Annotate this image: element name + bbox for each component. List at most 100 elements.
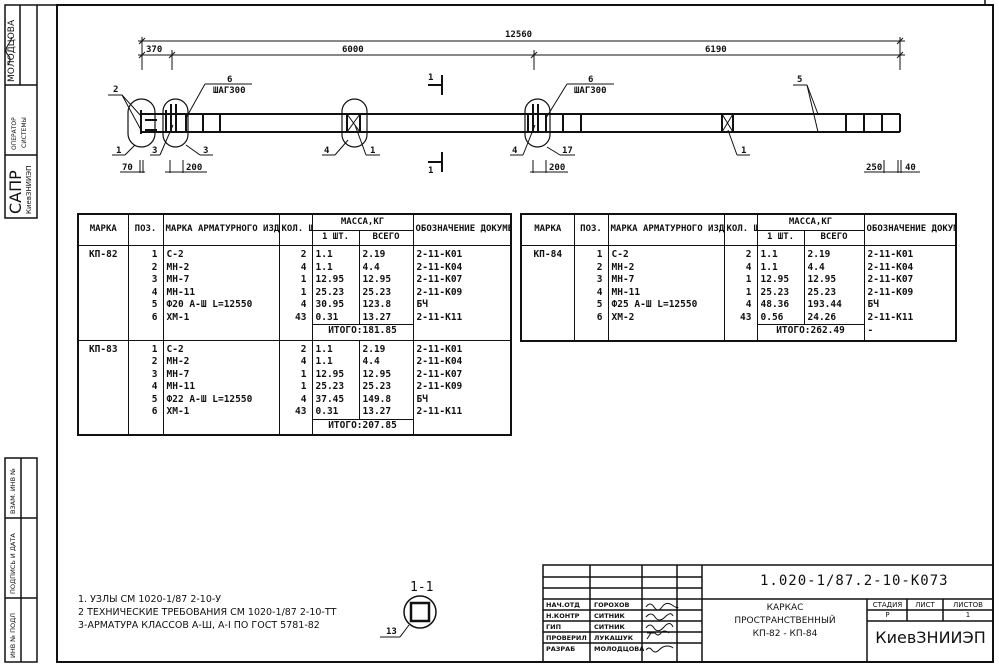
header-marka: МАРКА: [77, 213, 129, 246]
sheets-label: ЛИСТОВ: [953, 601, 983, 609]
header-doc: ОБОЗНАЧЕНИЕ ДОКУМЕНТА 1.020-1/87.: [412, 213, 512, 246]
header-total: ВСЕГО: [803, 229, 865, 246]
dimension-lines: [120, 37, 920, 173]
itogo-row: ИТОГО:262.49-: [521, 324, 957, 341]
pos-1: 1: [370, 146, 375, 156]
mass-total-cell: 4.4: [358, 261, 414, 274]
pos-cell: 5: [573, 299, 609, 312]
doc-cell: 2-11-К07: [412, 274, 512, 287]
item-cell: Ф25 А-Ш L=12550: [607, 299, 725, 312]
staff-role: ГИП: [546, 623, 562, 631]
section-mark-top: 1: [428, 73, 433, 83]
pos-cell: 5: [127, 393, 164, 406]
header-massa: МАССА,КГ: [311, 213, 414, 231]
stage-label: СТАДИЯ: [872, 601, 903, 609]
header-marka: МАРКА: [520, 213, 575, 246]
staff-name: ЛУКАШУК: [594, 634, 634, 642]
step-label-b: ШАГ300: [574, 86, 607, 96]
pos-1: 1: [741, 146, 746, 156]
document-code: 1.020-1/87.2-10-К073: [760, 573, 949, 589]
staff-name: МОЛОДЦОВА: [594, 645, 645, 653]
item-cell: МН-7: [162, 274, 280, 287]
section-1-1: [380, 595, 437, 638]
signatures: [5, 36, 679, 653]
pos-cell: 2: [127, 356, 164, 369]
document-title: КАРКАС ПРОСТРАНСТВЕННЫЙ КП-82 - КП-84: [704, 602, 866, 641]
qty-cell: 43: [278, 311, 313, 325]
title-line-3: КП-82 - КП-84: [752, 629, 818, 639]
qty-cell: 4: [723, 261, 758, 274]
mass-total-cell: 12.95: [358, 274, 414, 287]
pos-cell: 6: [573, 311, 609, 325]
mass-total-cell: 193.44: [803, 299, 865, 312]
header-poz: ПОЗ.: [127, 213, 164, 246]
doc-cell: 2-11-К01: [863, 245, 957, 262]
itogo-row: ИТОГО:207.85: [78, 418, 512, 436]
pos-cell: 3: [127, 274, 164, 287]
doc-cell: БЧ: [412, 393, 512, 406]
author-label: МОЛОДЦОВА: [7, 19, 17, 82]
leader-lines: [108, 83, 819, 156]
note-3: 3-АРМАТУРА КЛАССОВ А-Ш, А-I ПО ГОСТ 5781…: [78, 620, 320, 631]
doc-cell: БЧ: [863, 299, 957, 312]
mass-one-cell: 1.1: [311, 339, 360, 356]
itogo-row: ИТОГО:181.85: [78, 324, 512, 341]
empty-cell: [127, 324, 164, 340]
item-cell: С-2: [607, 245, 725, 262]
pos-cell: 4: [573, 286, 609, 299]
inv-podl-label: ИНВ № ПОДЛ: [9, 612, 17, 658]
staff-name: СИТНИК: [594, 623, 625, 631]
sheet-label: ЛИСТ: [915, 601, 935, 609]
mass-one-cell: 25.23: [311, 286, 360, 299]
mass-one-cell: 1.1: [311, 356, 360, 369]
header-one: 1 ШТ.: [311, 229, 360, 246]
mass-total-cell: 12.95: [803, 274, 865, 287]
pos-cell: 6: [127, 311, 164, 325]
mass-total-cell: 13.27: [358, 311, 414, 325]
empty-cell: [162, 419, 280, 435]
item-cell: ХМ-2: [607, 311, 725, 325]
drawing-frame: [56, 4, 994, 663]
qty-cell: 1: [723, 274, 758, 287]
qty-cell: 2: [278, 339, 313, 356]
sheets-value: 1: [965, 611, 971, 619]
mass-one-cell: 12.95: [311, 274, 360, 287]
pos-cell: 2: [573, 261, 609, 274]
mark-cell: КП-83: [77, 339, 129, 436]
item-cell: МН-11: [162, 381, 280, 394]
doc-cell: 2-11-К09: [412, 381, 512, 394]
pos-4: 4: [512, 146, 518, 156]
mass-total-cell: 24.26: [803, 311, 865, 325]
mass-total-cell: 25.23: [358, 381, 414, 394]
pos-5: 5: [797, 75, 802, 85]
pos-4: 4: [324, 146, 330, 156]
doc-cell: 2-11-К01: [412, 245, 512, 262]
mass-total-cell: 123.8: [358, 299, 414, 312]
dim-370: 370: [146, 45, 162, 55]
doc-cell: 2-11-К04: [863, 261, 957, 274]
title-line-1: КАРКАС: [766, 603, 804, 613]
qty-cell: 43: [278, 406, 313, 419]
item-cell: ХМ-1: [162, 406, 280, 419]
header-izdelie: МАРКА АРМАТУРНОГО ИЗДЕЛИЯ: [162, 213, 280, 246]
itogo-cell: ИТОГО:181.85: [311, 324, 414, 341]
header-kol: КОЛ. ШТ.: [278, 213, 313, 246]
doc-cell: 2-11-К04: [412, 261, 512, 274]
mass-one-cell: 30.95: [311, 299, 360, 312]
pos-cell: 6: [127, 406, 164, 419]
section-title: 1-1: [410, 580, 433, 595]
organization: КиевЗНИИЭП: [875, 628, 986, 647]
sign-date-label: ПОДПИСЬ И ДАТА: [9, 533, 17, 594]
item-cell: МН-7: [607, 274, 725, 287]
